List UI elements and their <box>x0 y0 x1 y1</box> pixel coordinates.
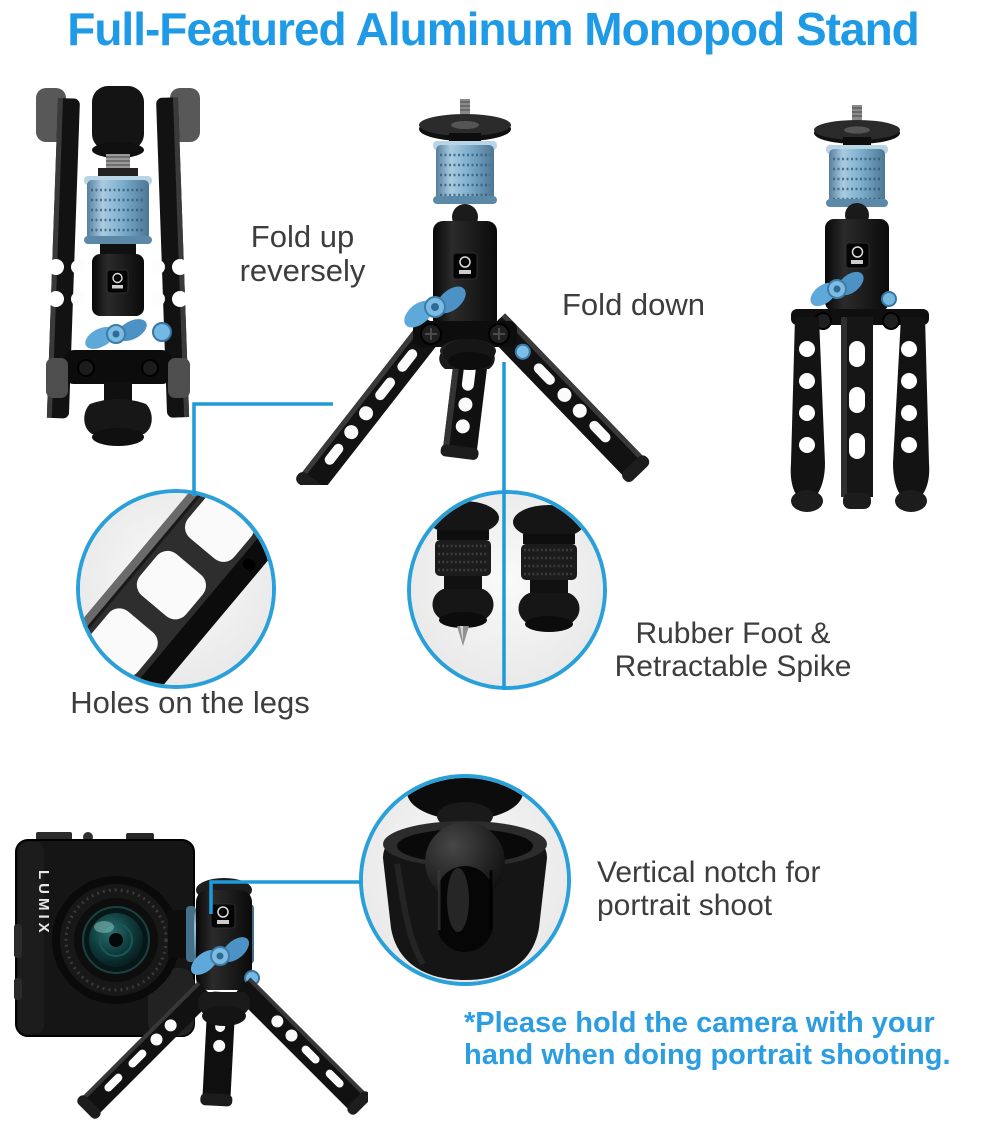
wing-lock-knob <box>404 286 466 328</box>
label-rubber-foot: Rubber Foot & Retractable Spike <box>614 617 852 683</box>
leg-hinge <box>413 321 517 347</box>
ball-head <box>419 99 511 230</box>
leg-angle-button <box>514 343 531 360</box>
rubber-foot <box>84 399 152 434</box>
center-column-up <box>46 86 190 446</box>
leg-holes-closeup <box>80 493 272 685</box>
folded-legs-skirt <box>790 309 930 512</box>
label-vertical-notch: Vertical notch for portrait shoot <box>597 856 821 922</box>
folded-down-monopod-photo <box>790 105 930 512</box>
page-title: Full-Featured Aluminum Monopod Stand <box>67 3 920 55</box>
label-fold-down: Fold down <box>562 287 706 322</box>
wing-lock-knob <box>85 319 147 349</box>
camera-on-tripod-photo: LUMIX <box>14 832 368 1119</box>
feet-closeup <box>411 494 603 686</box>
mini-tripod-legs <box>77 977 368 1119</box>
notch-closeup <box>363 778 567 982</box>
callout-circle-vertical-notch <box>359 774 571 986</box>
right-leg <box>487 313 650 482</box>
leg-release-button <box>152 322 172 342</box>
tripod-deployed-photo <box>296 99 650 485</box>
knurled-blue-ring <box>829 149 885 203</box>
rubber-only-foot <box>513 505 585 632</box>
rubber-stopper-top <box>407 778 523 820</box>
leg-release-button <box>881 291 897 307</box>
camera-brand-label: LUMIX <box>35 870 52 937</box>
callout-circle-leg-holes <box>76 489 276 689</box>
rubber-grip-foot <box>439 339 496 370</box>
label-fold-up-reversely: Fold up reversely <box>239 219 366 289</box>
camera-lens <box>52 876 180 1004</box>
callout-circle-feet <box>407 490 607 690</box>
wing-lock-knob <box>810 271 864 307</box>
center-column <box>810 219 897 311</box>
folded-monopod-reversed-photo <box>36 86 200 446</box>
ball-head <box>814 105 900 227</box>
label-holes-on-legs: Holes on the legs <box>70 685 310 720</box>
wing-lock-knob <box>190 937 250 975</box>
folded-legs <box>36 88 200 419</box>
knurled-blue-ring <box>436 145 494 201</box>
footnote-portrait-warning: *Please hold the camera with your hand w… <box>464 1007 951 1071</box>
